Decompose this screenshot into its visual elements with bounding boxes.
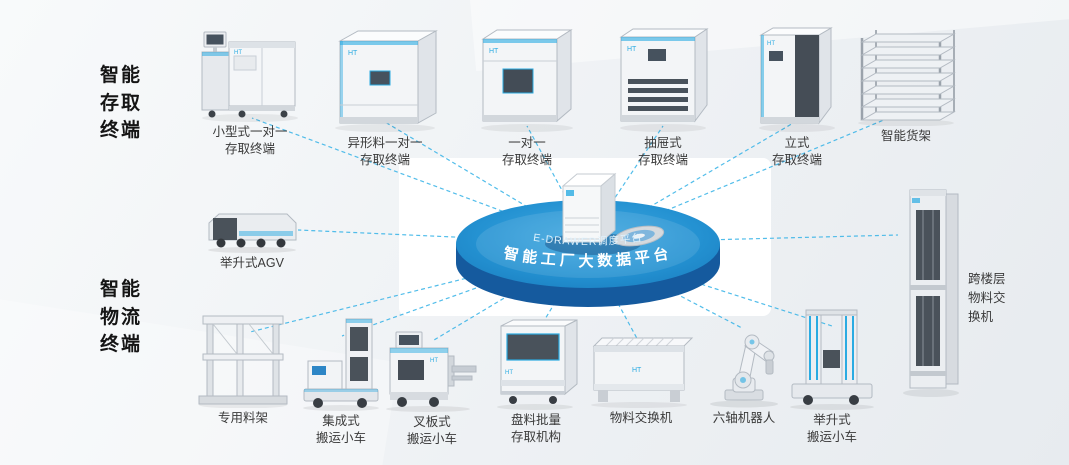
device-one-to-one: HT 一对一 存取终端 bbox=[467, 25, 587, 169]
device-integrated-cart: 集成式 搬运小车 bbox=[281, 315, 401, 447]
device-label: 抽屉式 存取终端 bbox=[637, 136, 688, 167]
device-label: 一对一 存取终端 bbox=[501, 136, 552, 167]
irregular-terminal-illustration: HT bbox=[335, 30, 438, 132]
central-platform-illustration: E-DRAWER调度平台 智能工厂大数据平台 bbox=[456, 172, 720, 307]
brand-logo: HT bbox=[430, 358, 438, 364]
material-exchanger-illustration: HT bbox=[591, 337, 694, 408]
brand-logo: HT bbox=[627, 46, 637, 53]
section-label-storage: 智能 存取 终端 bbox=[100, 65, 143, 142]
device-smart-shelf: 智能货架 bbox=[846, 26, 966, 145]
device-six-axis-robot: 六轴机器人 bbox=[684, 312, 804, 427]
brand-logo: HT bbox=[632, 367, 642, 374]
device-label: 立式 存取终端 bbox=[771, 136, 822, 167]
device-label: 举升式AGV bbox=[220, 256, 284, 270]
device-label: 小型式一对一 存取终端 bbox=[212, 125, 288, 156]
brand-logo: HT bbox=[505, 370, 513, 376]
special-rack-illustration bbox=[198, 315, 288, 408]
brand-logo: HT bbox=[489, 48, 499, 55]
lifting-cart-illustration bbox=[790, 309, 874, 410]
drawer-cabinet-icon bbox=[561, 172, 617, 244]
robot-arm-illustration bbox=[710, 334, 778, 408]
section-label-logistics: 智能 物流 终端 bbox=[100, 279, 143, 356]
svg-text:E-DRAWER调度平台: E-DRAWER调度平台 bbox=[532, 231, 643, 248]
one-to-one-terminal-illustration: HT bbox=[481, 29, 573, 132]
integrated-cart-illustration bbox=[303, 318, 379, 411]
device-label: 盘料批量 存取机构 bbox=[510, 413, 561, 444]
device-lifting-agv: 举升式AGV bbox=[192, 207, 312, 272]
platform-title-1: E-DRAWER调度平台 bbox=[532, 231, 642, 248]
cd-disc-icon bbox=[613, 225, 665, 247]
device-batch-access: HT 盘料批量 存取机构 bbox=[476, 318, 596, 446]
device-label: 专用料架 bbox=[217, 411, 268, 425]
smart-shelf-illustration bbox=[857, 30, 956, 126]
fork-cart-illustration: HT bbox=[386, 331, 477, 412]
device-label: 物料交换机 bbox=[609, 411, 673, 425]
device-irregular-one-to-one: HT 异形料一对一 存取终端 bbox=[325, 25, 445, 169]
device-cross-floor-exchanger bbox=[898, 186, 968, 403]
device-material-exchanger: HT 物料交换机 bbox=[581, 332, 701, 427]
device-label: 叉板式 搬运小车 bbox=[406, 415, 457, 446]
device-label: 智能货架 bbox=[880, 129, 931, 143]
device-label: 举升式 搬运小车 bbox=[806, 413, 857, 444]
device-special-rack: 专用料架 bbox=[183, 308, 303, 427]
device-fork-cart: HT 叉板式 搬运小车 bbox=[372, 320, 492, 448]
device-drawer-type: HT 抽屉式 存取终端 bbox=[603, 25, 723, 169]
small-terminal-illustration: HT bbox=[201, 31, 298, 122]
drawer-terminal-illustration: HT bbox=[618, 28, 709, 132]
vertical-terminal-illustration: HT bbox=[758, 27, 835, 132]
cross-floor-tower-illustration bbox=[903, 189, 959, 397]
device-small-one-to-one: HT 小型式一对一 存取终端 bbox=[190, 30, 310, 158]
device-label: 六轴机器人 bbox=[712, 411, 776, 425]
agv-illustration bbox=[207, 213, 296, 253]
brand-logo: HT bbox=[234, 50, 242, 56]
device-vertical-type: HT 立式 存取终端 bbox=[737, 25, 857, 169]
brand-logo: HT bbox=[348, 50, 358, 57]
device-label: 跨楼层 物料交 换机 bbox=[968, 272, 1006, 324]
device-lifting-cart: 举升式 搬运小车 bbox=[772, 308, 892, 446]
device-label: 异形料一对一 存取终端 bbox=[347, 136, 423, 167]
device-label: 集成式 搬运小车 bbox=[315, 414, 366, 445]
batch-access-illustration: HT bbox=[497, 319, 578, 410]
brand-logo: HT bbox=[767, 41, 775, 47]
